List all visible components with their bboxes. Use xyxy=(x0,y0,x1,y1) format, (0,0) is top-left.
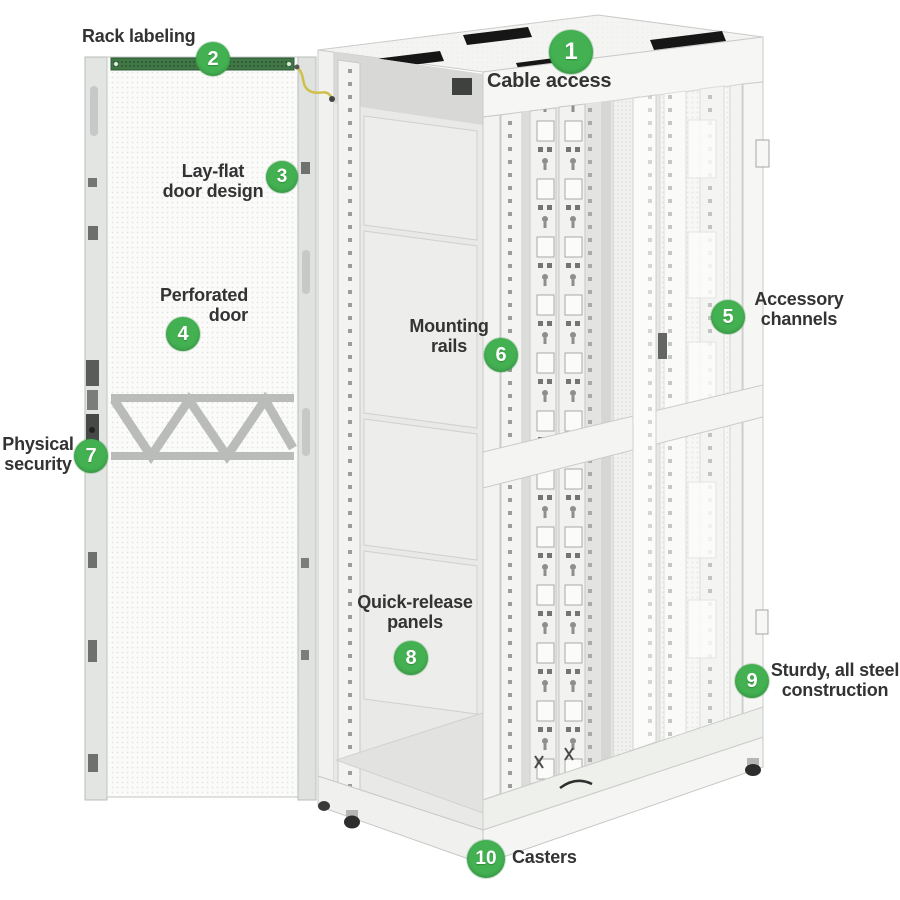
callout-5-label: Accessory channels xyxy=(754,289,844,329)
cabinet-front-face xyxy=(482,36,770,831)
callout-10-badge: 10 xyxy=(467,840,505,878)
ground-wire xyxy=(294,64,335,102)
callout-3-label: Lay-flat door design xyxy=(162,161,264,201)
callout-9-badge: 9 xyxy=(735,664,769,698)
front-door xyxy=(84,56,317,801)
door-latch-bottom xyxy=(755,609,769,635)
callout-9-label: Sturdy, all steel construction xyxy=(770,660,900,700)
callout-8-label: Quick-release panels xyxy=(357,592,473,632)
callout-1-label: Cable access xyxy=(487,70,612,92)
callout-6-label: Mounting rails xyxy=(409,316,489,356)
rail-feet-marks xyxy=(534,747,574,769)
side-latch xyxy=(658,333,667,359)
quick-release-side-panels xyxy=(363,115,478,715)
callout-1-badge: 1 xyxy=(549,30,593,74)
door-truss-brace xyxy=(110,391,297,465)
callout-4-label: Perforated door xyxy=(159,285,248,325)
callout-7-label: Physical security xyxy=(2,434,74,474)
callout-2-label: Rack labeling xyxy=(82,26,196,46)
callout-5-badge: 5 xyxy=(711,300,745,334)
base-upper-lip xyxy=(482,706,764,831)
back-left-post xyxy=(317,49,335,796)
callout-4-badge: 4 xyxy=(166,317,200,351)
callout-3-badge: 3 xyxy=(266,161,298,193)
mid-brace xyxy=(482,384,764,489)
door-latch-top xyxy=(755,139,770,168)
callout-10-label: Casters xyxy=(512,847,577,867)
callout-8-badge: 8 xyxy=(394,641,428,675)
vertical-cable-channel xyxy=(632,94,657,751)
callout-2-badge: 2 xyxy=(196,42,230,76)
stray-cable xyxy=(559,779,593,790)
callout-7-badge: 7 xyxy=(74,439,108,473)
door-right-frame xyxy=(297,56,317,801)
callout-6-badge: 6 xyxy=(484,338,518,372)
cabinet xyxy=(317,14,764,865)
